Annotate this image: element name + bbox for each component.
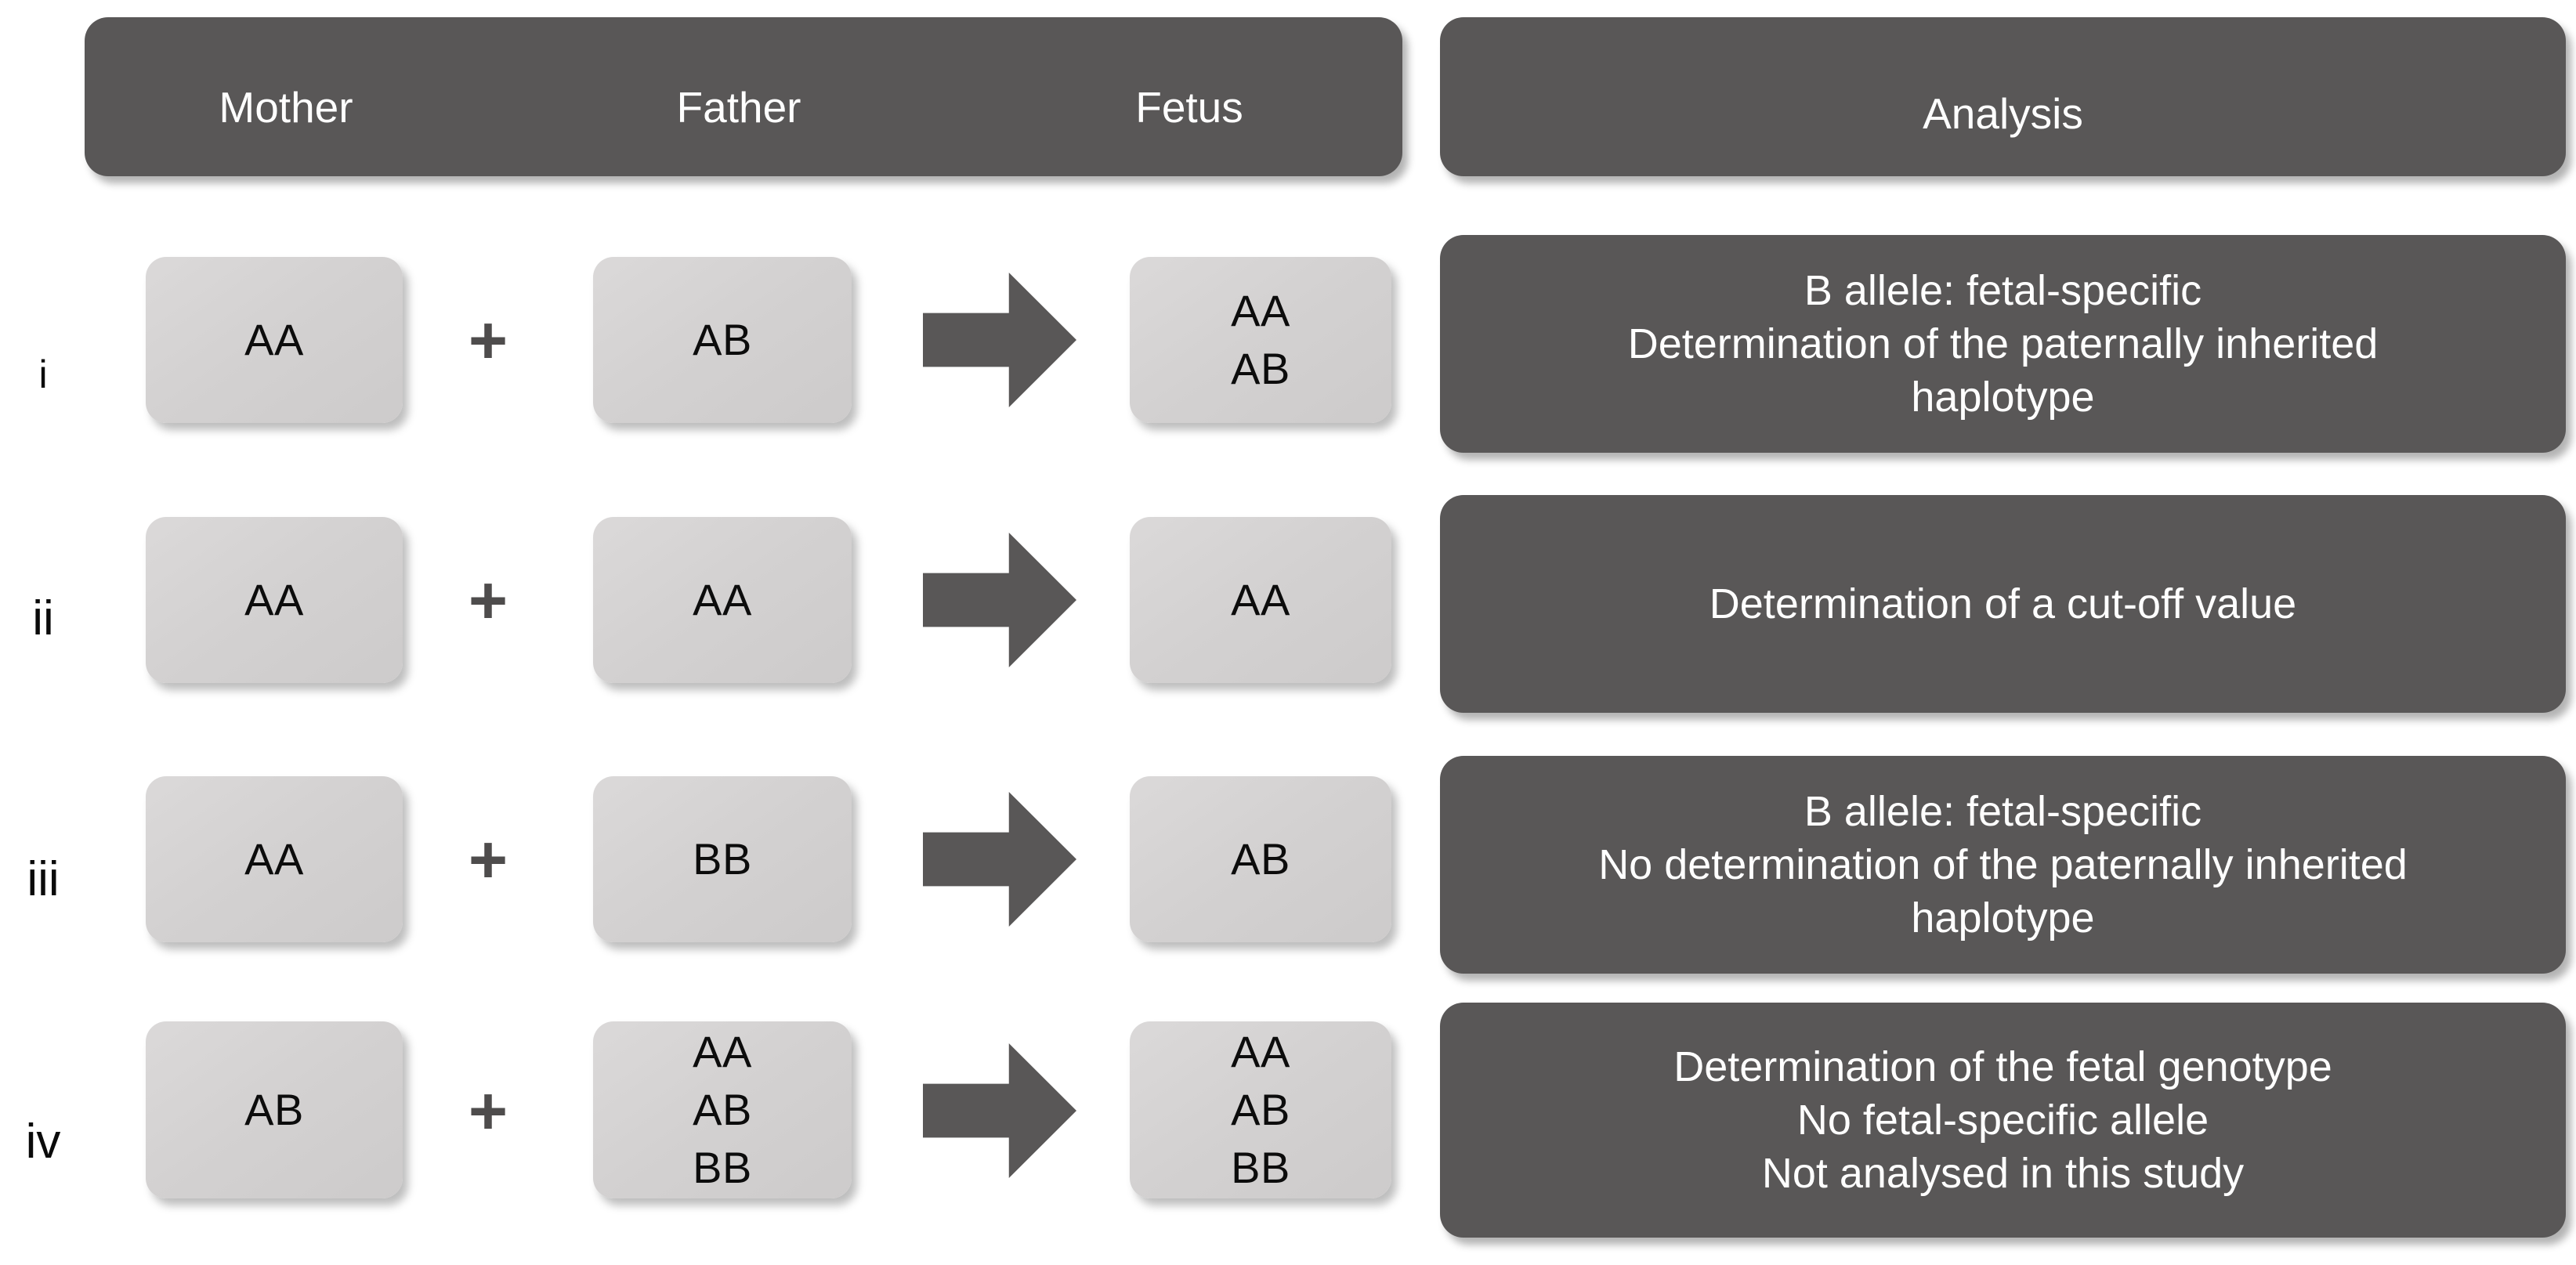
- analysis-box: B allele: fetal-specific No determinatio…: [1440, 756, 2566, 974]
- genotype-value: BB: [1231, 1143, 1290, 1192]
- mother-genotype-box: AA: [146, 517, 403, 683]
- genotype-value: AB: [1231, 834, 1290, 884]
- plus-icon: +: [468, 822, 508, 898]
- plus-icon: +: [468, 563, 508, 638]
- fetus-genotype-box: AA AB: [1130, 257, 1391, 423]
- genotype-value: AA: [244, 315, 304, 364]
- genotype-value: AA: [244, 834, 304, 884]
- analysis-line: haplotype: [1911, 374, 2095, 421]
- fetus-genotype-box: AA AB BB: [1130, 1021, 1391, 1198]
- row-numeral: iii: [27, 852, 60, 906]
- genotype-value: AB: [1231, 344, 1290, 393]
- father-genotype-box: AA AB BB: [593, 1021, 852, 1198]
- genotype-value: AA: [244, 575, 304, 624]
- table-row: iv AB + AA AB BB AA AB BB Determination …: [0, 1003, 2576, 1253]
- header-analysis-bar: Analysis: [1440, 17, 2566, 176]
- analysis-line: Determination of the fetal genotype: [1673, 1043, 2332, 1090]
- analysis-line: No determination of the paternally inher…: [1598, 841, 2408, 888]
- fetus-genotype-box: AA: [1130, 517, 1391, 683]
- genotype-value: AA: [1231, 1027, 1290, 1076]
- analysis-line: B allele: fetal-specific: [1804, 788, 2202, 835]
- table-row: ii AA + AA AA Determination of a cut-off…: [0, 495, 2576, 730]
- row-numeral: ii: [32, 591, 54, 645]
- mother-genotype-box: AA: [146, 776, 403, 942]
- analysis-line: Determination of a cut-off value: [1709, 580, 2297, 627]
- header-label-analysis: Analysis: [1923, 89, 2083, 138]
- genotype-value: AA: [1231, 575, 1290, 624]
- genotype-value: AA: [693, 575, 752, 624]
- analysis-box: B allele: fetal-specific Determination o…: [1440, 235, 2566, 453]
- analysis-line: B allele: fetal-specific: [1804, 267, 2202, 314]
- father-genotype-box: AA: [593, 517, 852, 683]
- analysis-line: No fetal-specific allele: [1796, 1097, 2209, 1144]
- row-numeral: i: [38, 352, 48, 396]
- header-genotype-bar: Mother Father Fetus: [85, 17, 1402, 176]
- arrow-right-icon: [923, 1043, 1076, 1178]
- genotype-value: AB: [693, 315, 752, 364]
- genotype-value: AA: [693, 1027, 752, 1076]
- analysis-line: Determination of the paternally inherite…: [1627, 320, 2379, 367]
- genotype-value: AB: [1231, 1085, 1290, 1134]
- analysis-box: Determination of the fetal genotype No f…: [1440, 1003, 2566, 1238]
- header-label-mother: Mother: [219, 83, 353, 132]
- row-numeral: iv: [25, 1115, 61, 1169]
- plus-icon: +: [468, 303, 508, 378]
- analysis-box: Determination of a cut-off value: [1440, 495, 2566, 713]
- arrow-right-icon: [923, 792, 1076, 927]
- genotype-value: AA: [1231, 286, 1290, 335]
- mother-genotype-box: AB: [146, 1021, 403, 1198]
- analysis-line: Not analysed in this study: [1761, 1150, 2245, 1197]
- analysis-line: haplotype: [1911, 895, 2095, 942]
- genotype-value: AB: [244, 1085, 304, 1134]
- table-row: i AA + AB AA AB B allele: fetal-specific…: [0, 235, 2576, 470]
- fetus-genotype-box: AB: [1130, 776, 1391, 942]
- table-row: iii AA + BB AB B allele: fetal-specific …: [0, 756, 2576, 991]
- genotype-value: BB: [693, 834, 752, 884]
- arrow-right-icon: [923, 273, 1076, 407]
- father-genotype-box: AB: [593, 257, 852, 423]
- genotype-value: BB: [693, 1143, 752, 1192]
- plus-icon: +: [468, 1074, 508, 1149]
- mother-genotype-box: AA: [146, 257, 403, 423]
- father-genotype-box: BB: [593, 776, 852, 942]
- header-label-fetus: Fetus: [1135, 83, 1243, 132]
- genotype-value: AB: [693, 1085, 752, 1134]
- header-label-father: Father: [676, 83, 801, 132]
- arrow-right-icon: [923, 533, 1076, 667]
